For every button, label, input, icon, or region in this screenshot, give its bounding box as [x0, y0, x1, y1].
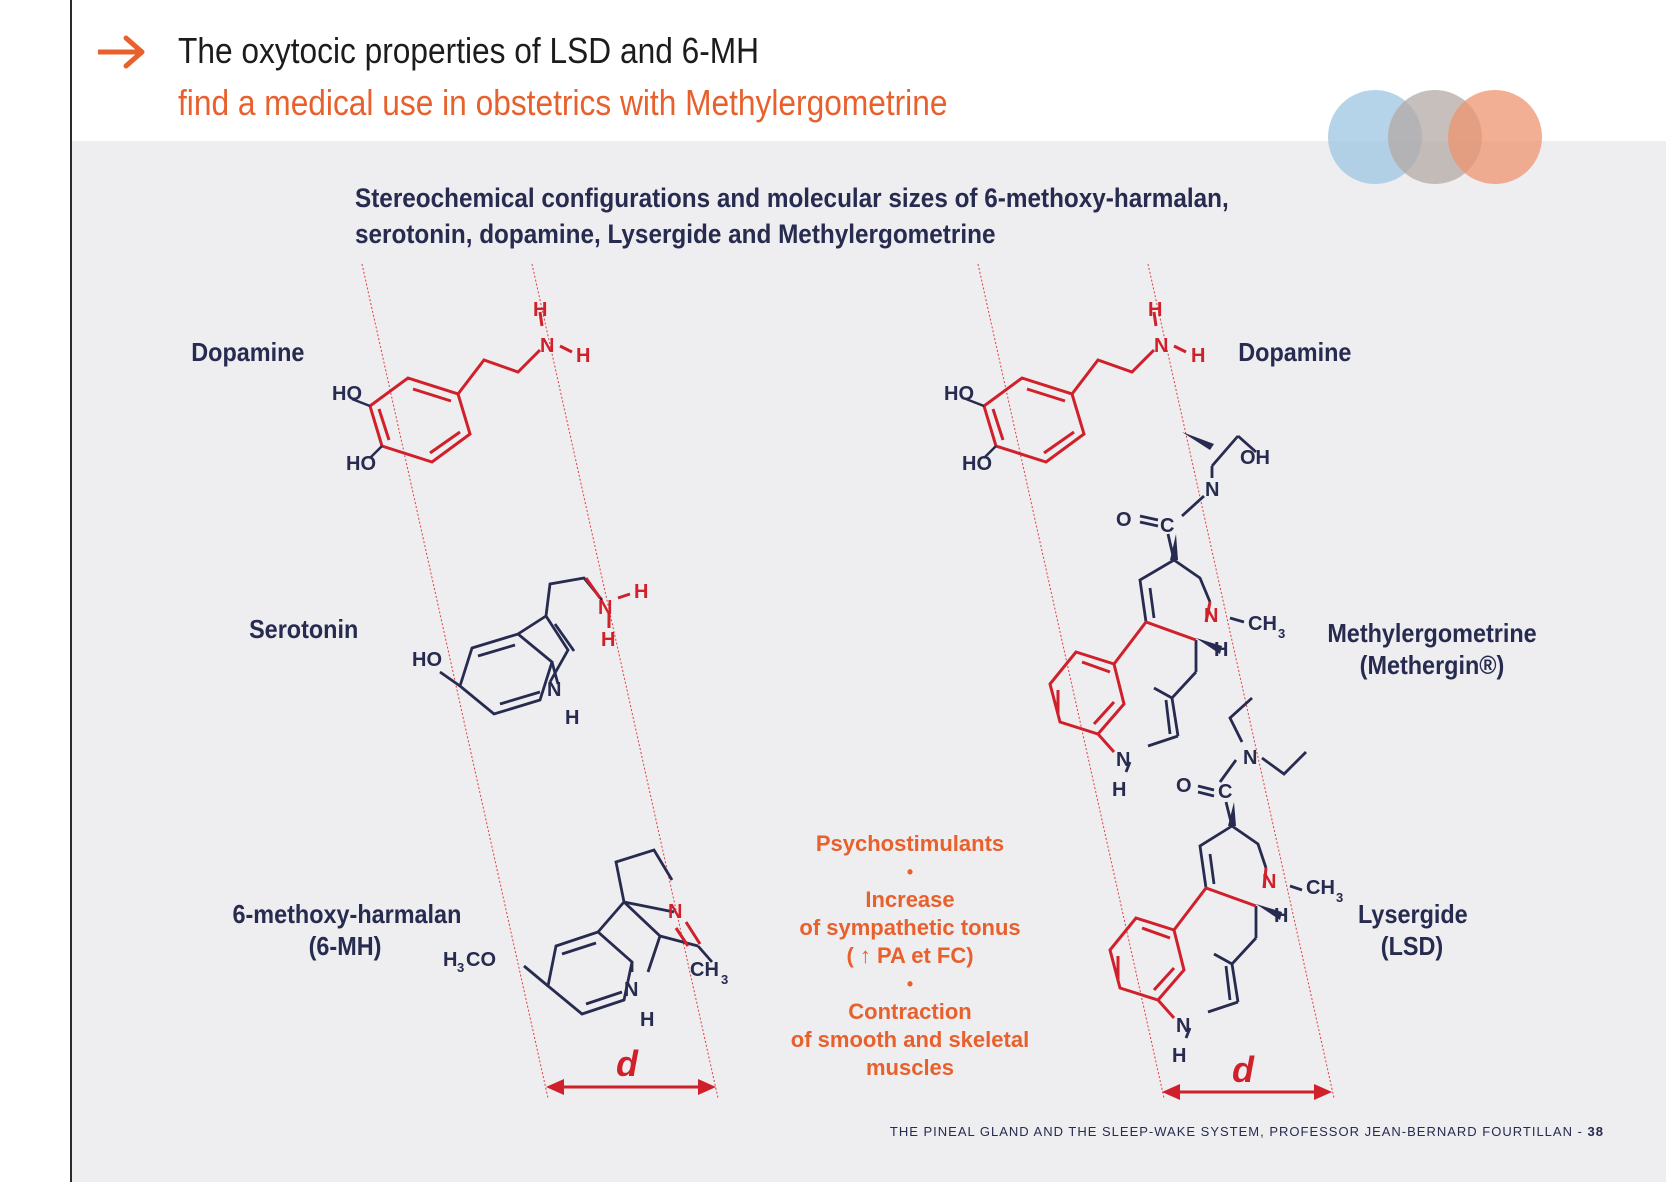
atom-label: H	[1172, 1045, 1186, 1067]
atom-label: N	[624, 979, 638, 1001]
bullet: •	[906, 974, 914, 994]
atom-label: HO	[944, 383, 974, 405]
distance-arrow-right	[1162, 1084, 1332, 1100]
label-dopamine-right: Dopamine	[1238, 337, 1352, 367]
atom-label: N	[1204, 605, 1218, 627]
atom-label: N	[1205, 479, 1219, 501]
atom-label: H	[640, 1009, 654, 1031]
distance-label-left: d	[616, 1043, 639, 1084]
footer: THE PINEAL GLAND AND THE SLEEP-WAKE SYST…	[889, 1124, 1604, 1139]
atom-label: N	[1176, 1015, 1190, 1037]
atom-label: CO	[466, 949, 496, 971]
atom-label: HO	[962, 453, 992, 475]
decorative-circles-logo	[1328, 90, 1542, 184]
atom-label: N	[1262, 871, 1276, 893]
atom-label: O	[1116, 509, 1132, 531]
harmalan-structure	[523, 848, 714, 1016]
atom-label: N	[540, 335, 554, 357]
atom-label: N	[1154, 335, 1168, 357]
page-number: 38	[1587, 1124, 1604, 1139]
page-subtitle: find a medical use in obstetrics with Me…	[178, 82, 948, 123]
atom-label: H	[1112, 779, 1126, 801]
methylergometrine-structure	[1124, 434, 1257, 773]
methylergometrine-red-core	[1048, 601, 1212, 753]
atom-label: H	[1148, 299, 1162, 321]
atom-label: N	[668, 901, 682, 923]
atom-label: CH	[1248, 613, 1277, 635]
atom-label: H	[634, 581, 648, 603]
label-6mh: 6-methoxy-harmalan (6-MH)	[232, 899, 462, 961]
atom-label: H	[601, 629, 615, 651]
serotonin-structure	[439, 576, 604, 716]
atom-label: N	[547, 679, 561, 701]
atom-label: C	[1160, 515, 1174, 537]
atom-label: O	[1176, 775, 1192, 797]
atom-subscript: 3	[1336, 890, 1343, 905]
label-methylergometrine: Methylergometrine (Methergin®)	[1327, 618, 1537, 680]
left-margin-rule	[70, 0, 72, 1182]
atom-label: CH	[1306, 877, 1335, 899]
atom-subscript: 3	[1278, 626, 1285, 641]
atom-label: H	[1274, 905, 1288, 927]
label-dopamine-left: Dopamine	[191, 337, 305, 367]
label-lysergide: Lysergide (LSD)	[1358, 899, 1468, 961]
guide-lines-right	[977, 263, 1335, 1099]
atom-label: H	[565, 707, 579, 729]
atom-label: CH	[690, 959, 719, 981]
atom-label: C	[1218, 781, 1232, 803]
atom-label: N	[1116, 749, 1130, 771]
distance-label-right: d	[1232, 1049, 1255, 1090]
guide-lines-left	[361, 263, 719, 1099]
atom-label: H	[1191, 345, 1205, 367]
atom-subscript: 3	[721, 972, 728, 987]
page-title: The oxytocic properties of LSD and 6-MH	[178, 30, 760, 71]
atom-label: HO	[412, 649, 442, 671]
atom-label: H	[1214, 639, 1228, 661]
atom-label: H	[533, 299, 547, 321]
atom-label: N	[1243, 747, 1257, 769]
label-serotonin: Serotonin	[249, 614, 359, 644]
figure-title: Stereochemical configurations and molecu…	[355, 183, 1229, 249]
lysergide-red-core	[1108, 867, 1268, 1019]
center-effects-text: Psychostimulants • Increase of sympathet…	[770, 830, 1050, 1082]
atom-label: H	[576, 345, 590, 367]
atom-label: OH	[1240, 447, 1270, 469]
atom-label: N	[598, 597, 612, 619]
atom-subscript: 3	[457, 960, 464, 975]
arrow-right-icon	[98, 35, 145, 69]
atom-label: H	[443, 949, 457, 971]
atom-label: HO	[346, 453, 376, 475]
bullet: •	[906, 862, 914, 882]
distance-arrow-left	[546, 1079, 716, 1095]
atom-label: HO	[332, 383, 362, 405]
figure-panel	[72, 141, 1666, 1182]
